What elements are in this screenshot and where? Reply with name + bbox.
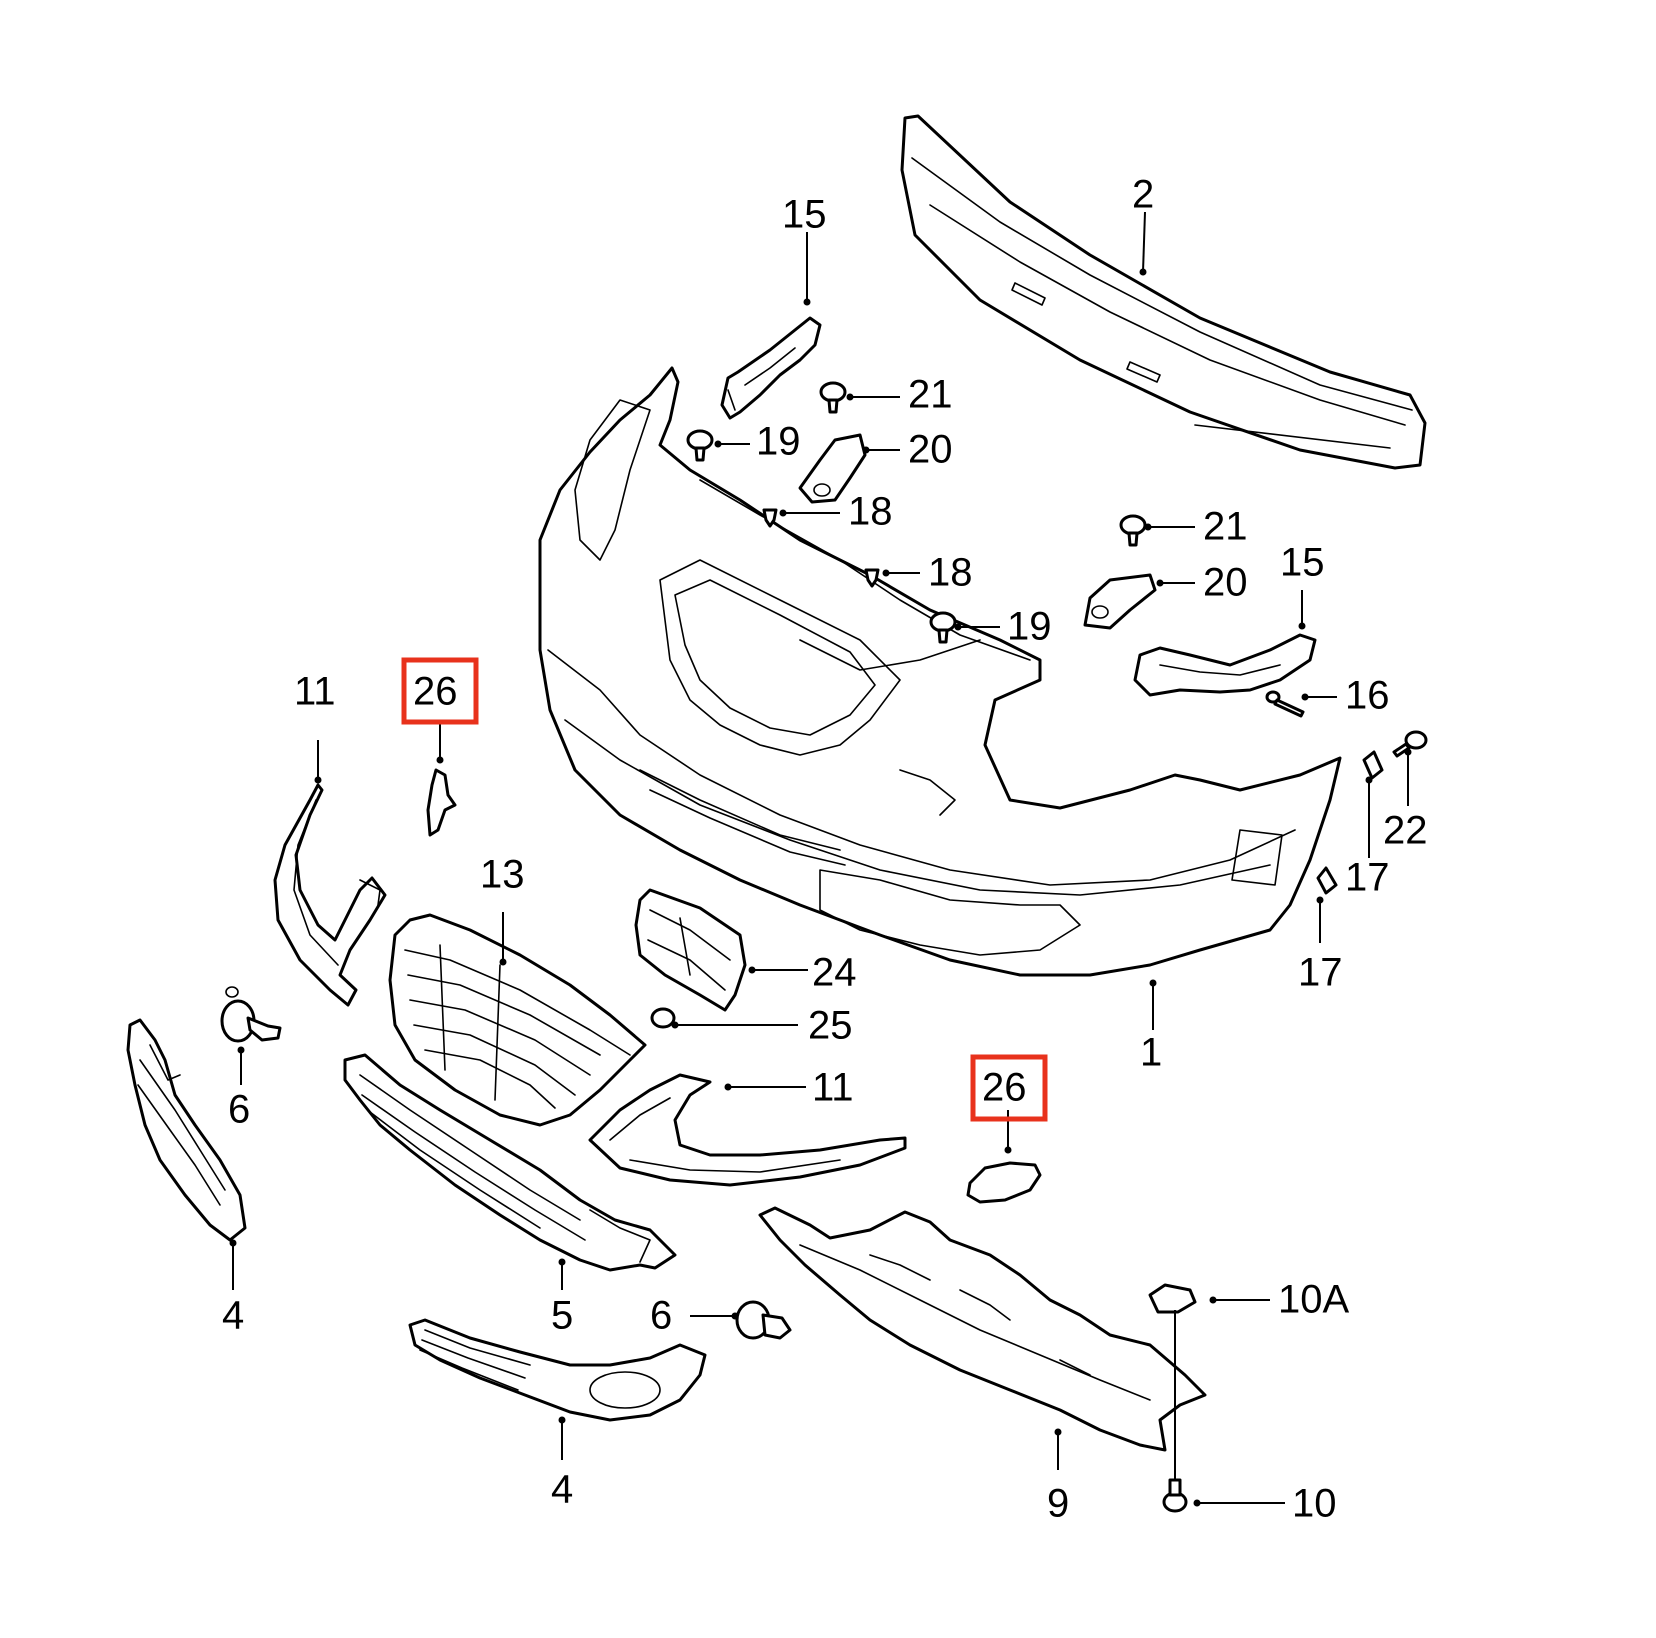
callout-26-left: 26 bbox=[413, 670, 458, 714]
callout-21-upper: 21 bbox=[908, 373, 953, 417]
callout-labels: 2 15 21 19 20 18 21 15 18 20 19 11 26 16… bbox=[222, 173, 1428, 1526]
leader-lines bbox=[229, 211, 1412, 1507]
part-19-fastener-lower bbox=[929, 611, 957, 644]
callout-11-lower: 11 bbox=[812, 1066, 854, 1110]
part-21-fastener-upper bbox=[819, 381, 847, 414]
callout-21-lower: 21 bbox=[1203, 505, 1248, 549]
part-4-left-side-grille bbox=[126, 1018, 247, 1242]
callout-20-upper: 20 bbox=[908, 428, 953, 472]
callout-5: 5 bbox=[551, 1294, 573, 1338]
callout-24: 24 bbox=[812, 951, 857, 995]
callout-16: 16 bbox=[1345, 674, 1390, 718]
callout-20-lower: 20 bbox=[1203, 561, 1248, 605]
callout-17-lower: 17 bbox=[1298, 951, 1343, 995]
part-13-upper-grille bbox=[388, 913, 647, 1127]
part-22-screw bbox=[1392, 730, 1428, 758]
callout-17-upper: 17 bbox=[1345, 856, 1390, 900]
callout-19-lower: 19 bbox=[1007, 605, 1052, 649]
callout-2: 2 bbox=[1132, 173, 1154, 217]
part-9-underbody-panel bbox=[758, 1206, 1207, 1452]
part-26-left-cap bbox=[426, 768, 457, 837]
part-18-clip-lower bbox=[864, 568, 880, 588]
part-24-plate-bracket bbox=[634, 888, 747, 1012]
callout-18-upper: 18 bbox=[848, 490, 893, 534]
callout-6-lower: 6 bbox=[650, 1294, 672, 1338]
highlight-box-26-right bbox=[970, 1054, 1048, 1122]
callout-6-upper: 6 bbox=[228, 1088, 250, 1132]
part-17-clip-upper bbox=[1362, 750, 1384, 780]
callout-13: 13 bbox=[480, 853, 525, 897]
part-6-tow-cap-lower bbox=[735, 1300, 792, 1340]
part-10a-clip bbox=[1148, 1283, 1197, 1314]
part-11-right-trim bbox=[588, 1073, 907, 1187]
part-25-screw bbox=[650, 1007, 676, 1029]
callout-10: 10 bbox=[1292, 1482, 1337, 1526]
part-1-bumper-cover bbox=[538, 366, 1342, 977]
part-2-absorber bbox=[900, 114, 1427, 470]
callout-4-left: 4 bbox=[222, 1294, 244, 1338]
part-11-left-trim bbox=[273, 783, 387, 1007]
callout-15-lower: 15 bbox=[1280, 541, 1325, 585]
part-5-lower-grille bbox=[343, 1053, 677, 1272]
callout-19-upper: 19 bbox=[756, 420, 801, 464]
highlight-box-26-left bbox=[401, 657, 479, 725]
callout-9: 9 bbox=[1047, 1482, 1069, 1526]
part-15-left-bracket bbox=[720, 316, 822, 420]
callout-25: 25 bbox=[808, 1004, 853, 1048]
callout-10a: 10A bbox=[1278, 1278, 1349, 1322]
callout-1: 1 bbox=[1140, 1031, 1162, 1075]
part-18-clip-upper bbox=[762, 508, 778, 528]
part-4-fog-grille bbox=[408, 1318, 707, 1422]
part-21-fastener-lower bbox=[1119, 514, 1147, 547]
part-16-screw bbox=[1265, 690, 1305, 718]
callout-18-lower: 18 bbox=[928, 551, 973, 595]
part-6-tow-cap-upper bbox=[220, 986, 282, 1043]
callout-4-bottom: 4 bbox=[551, 1468, 573, 1512]
part-26-right-cap bbox=[966, 1161, 1042, 1204]
part-10-bolt bbox=[1162, 1478, 1188, 1513]
part-19-fastener-upper bbox=[686, 429, 714, 462]
callout-15-upper: 15 bbox=[782, 193, 827, 237]
callout-22: 22 bbox=[1383, 809, 1428, 853]
part-17-clip-lower bbox=[1316, 866, 1338, 895]
part-20-bracket-upper bbox=[798, 433, 867, 504]
part-20-bracket-lower bbox=[1083, 573, 1157, 630]
part-15-right-bracket bbox=[1133, 633, 1317, 697]
callout-11-upper: 11 bbox=[294, 670, 336, 714]
callout-26-right: 26 bbox=[982, 1066, 1027, 1110]
